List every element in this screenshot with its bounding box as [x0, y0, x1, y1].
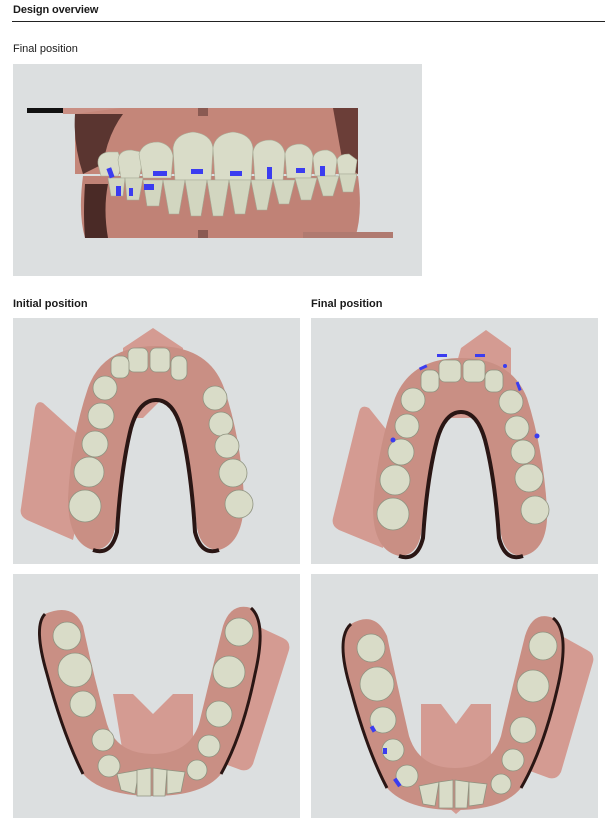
title-divider — [12, 21, 605, 22]
lower-arch-final-image — [311, 574, 598, 818]
frontal-view-image — [13, 64, 422, 276]
initial-position-caption: Initial position — [13, 298, 88, 310]
upper-arch-final-image — [311, 318, 598, 564]
lower-arch-initial-image — [13, 574, 300, 818]
top-view-caption: Final position — [13, 43, 78, 55]
upper-arch-initial-image — [13, 318, 300, 564]
section-title: Design overview — [13, 4, 99, 16]
final-position-caption: Final position — [311, 298, 383, 310]
